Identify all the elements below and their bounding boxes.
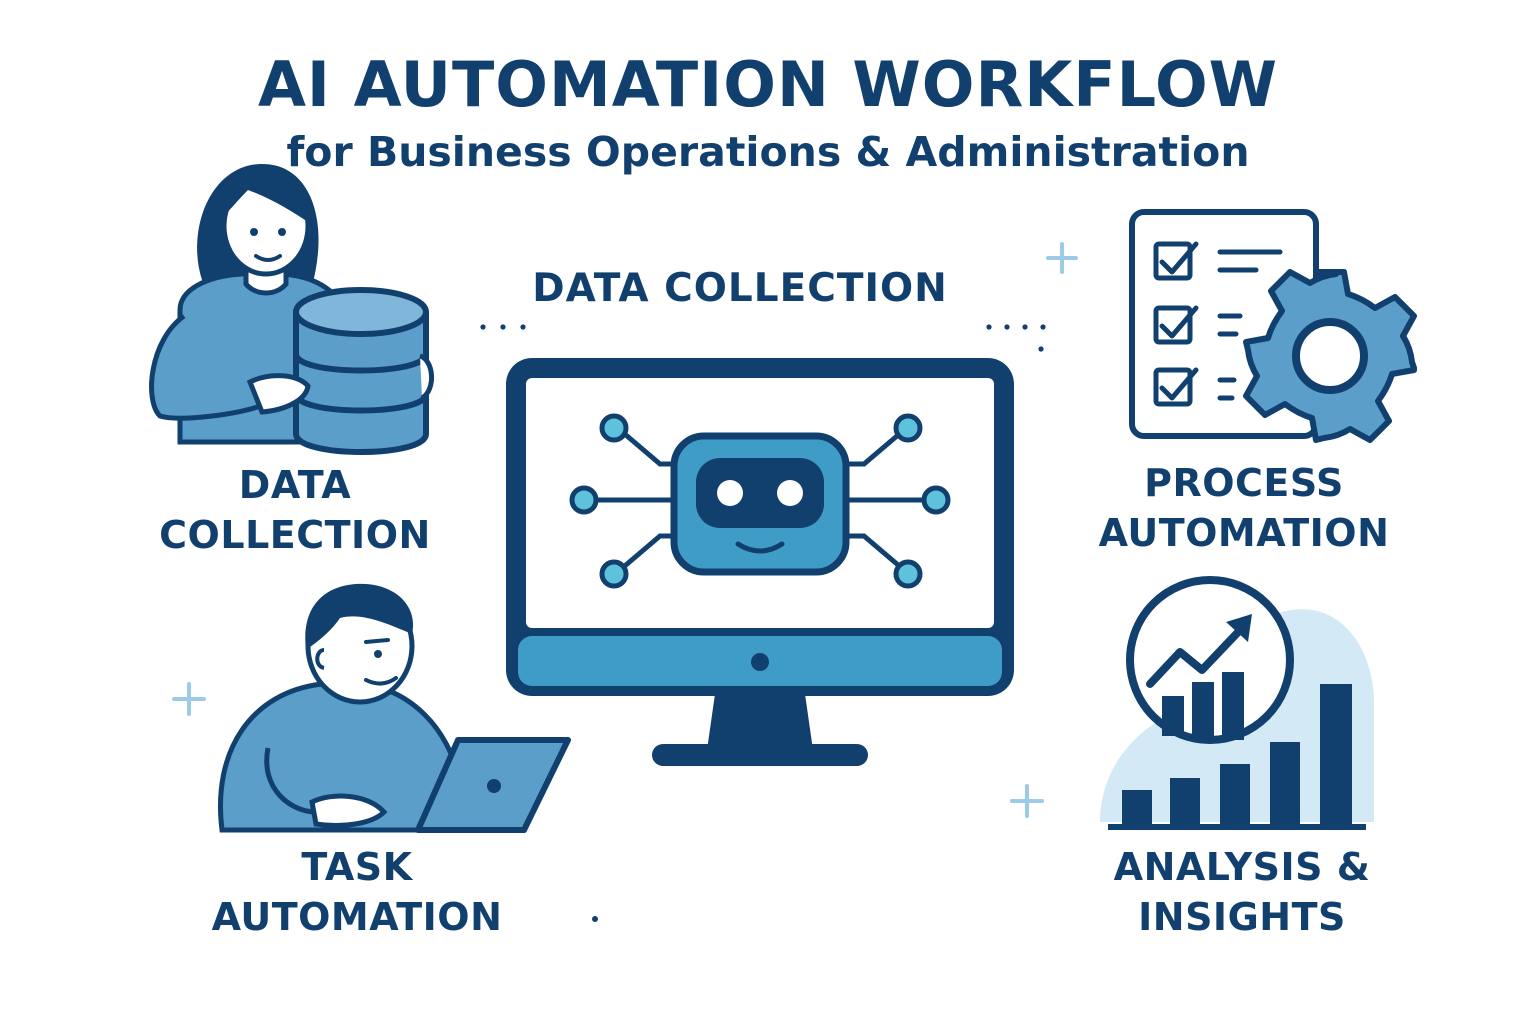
step-label-task-automation: TASK AUTOMATION	[211, 845, 503, 939]
dotted-connector	[986, 324, 1046, 352]
dotted-connector	[480, 324, 526, 330]
man-with-laptop-icon	[218, 583, 571, 833]
sparkle-icon	[172, 682, 206, 716]
step-label-process-automation: PROCESS AUTOMATION	[1098, 461, 1390, 555]
monitor-robot-icon	[506, 358, 1014, 766]
sparkle-icon	[1046, 242, 1078, 274]
decorative-dot	[592, 916, 598, 922]
page-subtitle: for Business Operations & Administration	[286, 128, 1250, 176]
sparkle-icon	[1010, 784, 1044, 818]
growth-bar-chart-icon	[1100, 576, 1374, 830]
step-label-data-collection: DATA COLLECTION	[159, 463, 431, 557]
woman-with-database-icon	[149, 163, 434, 455]
page-title: AI AUTOMATION WORKFLOW	[257, 48, 1279, 121]
center-label: DATA COLLECTION	[532, 266, 948, 311]
step-label-analysis-insights: ANALYSIS & INSIGHTS	[1113, 845, 1371, 939]
checklist-gear-icon	[1129, 209, 1417, 443]
